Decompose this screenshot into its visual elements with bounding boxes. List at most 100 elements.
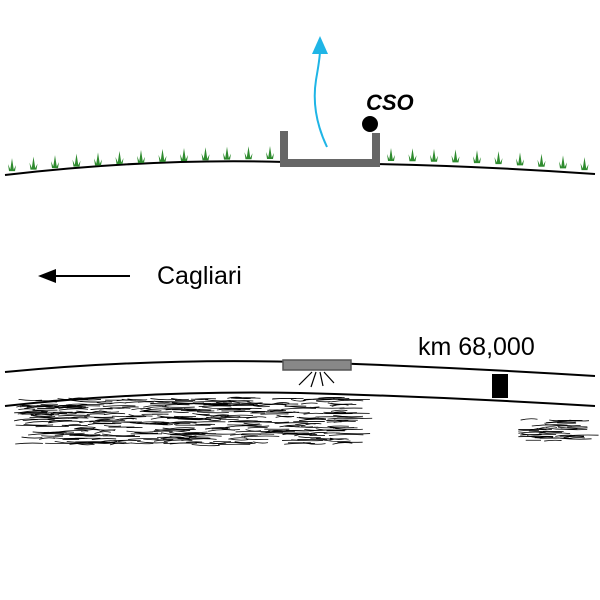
rock-hatch-stroke <box>232 401 262 404</box>
rock-hatch-stroke <box>143 408 171 412</box>
rock-hatch-stroke <box>78 434 98 437</box>
rock-hatch-stroke <box>333 414 364 418</box>
rock-hatch-stroke <box>132 422 163 425</box>
grass-tuft-icon <box>387 148 395 162</box>
rock-hatch-stroke <box>276 414 295 418</box>
rock-hatch-stroke <box>234 442 256 444</box>
rock-hatch-stroke <box>173 416 198 420</box>
rock-hatch-stroke <box>131 408 151 411</box>
rock-hatch-stroke <box>544 439 562 442</box>
rock-hatch-stroke <box>333 427 358 429</box>
rock-hatch-stroke <box>38 432 67 435</box>
rock-hatch-stroke <box>243 422 260 425</box>
rock-hatch-stroke <box>295 423 316 426</box>
rock-hatch-stroke <box>25 421 53 424</box>
rock-hatch-stroke <box>298 436 321 439</box>
rock-hatch-stroke <box>94 418 111 422</box>
rock-hatch-stroke <box>28 433 64 436</box>
km-marker-label: km 68,000 <box>418 333 535 361</box>
rock-hatch-stroke <box>253 441 269 444</box>
rock-hatch-stroke <box>335 428 363 430</box>
rock-hatch-stroke <box>537 436 554 439</box>
rock-hatch-stroke <box>96 402 113 405</box>
grass-tuft-icon <box>180 147 188 161</box>
rock-hatching-right <box>518 418 599 442</box>
rock-hatch-stroke <box>125 415 153 417</box>
rock-hatch-stroke <box>256 403 287 407</box>
rock-hatch-stroke <box>544 421 575 424</box>
rock-hatch-stroke <box>143 438 174 441</box>
rock-hatch-stroke <box>223 402 241 405</box>
rock-hatch-stroke <box>48 419 73 422</box>
grass-tuft-icon <box>516 152 524 166</box>
rock-hatch-stroke <box>301 402 318 405</box>
rock-hatch-stroke <box>57 406 89 409</box>
rock-hatch-stroke <box>79 420 101 424</box>
rock-hatch-stroke <box>167 421 197 424</box>
rock-hatch-stroke <box>204 399 231 402</box>
rock-hatch-stroke <box>104 425 122 427</box>
rock-hatch-stroke <box>99 429 116 432</box>
direction-label: Cagliari <box>157 262 242 290</box>
rock-hatch-stroke <box>86 413 106 415</box>
rock-hatch-stroke <box>569 419 590 422</box>
rock-hatch-stroke <box>555 434 576 437</box>
rock-hatch-stroke <box>131 442 154 445</box>
rock-hatch-stroke <box>316 399 344 401</box>
rock-hatch-stroke <box>91 438 117 440</box>
km-marker-post <box>492 374 508 398</box>
grass-tuft-icon <box>430 148 438 162</box>
rock-hatch-stroke <box>211 428 229 430</box>
rock-hatch-stroke <box>539 426 558 429</box>
rock-hatch-stroke <box>228 437 248 440</box>
rock-hatch-stroke <box>335 432 371 435</box>
rock-hatch-stroke <box>177 418 212 421</box>
rock-hatch-stroke <box>163 439 193 443</box>
rock-hatch-stroke <box>198 405 232 408</box>
rock-hatch-stroke <box>53 412 77 415</box>
rock-hatch-stroke <box>205 427 231 430</box>
rock-hatch-stroke <box>310 432 328 434</box>
rock-hatch-stroke <box>298 416 316 419</box>
grass-tuft-icon <box>72 153 81 167</box>
culvert-drain-icon <box>298 371 335 388</box>
rock-hatch-stroke <box>549 419 568 422</box>
rock-hatch-stroke <box>48 420 83 424</box>
grass-tuft-icon <box>580 157 589 171</box>
rock-hatch-stroke <box>290 399 306 402</box>
flow-arrow-icon <box>312 36 328 148</box>
rock-hatch-stroke <box>288 425 314 428</box>
rock-hatch-stroke <box>327 417 364 420</box>
grass-tuft-icon <box>451 149 460 163</box>
rock-hatch-stroke <box>94 417 115 419</box>
rock-hatch-stroke <box>139 410 172 413</box>
rock-hatch-stroke <box>171 398 189 401</box>
rock-hatch-stroke <box>294 433 311 437</box>
culvert-slab <box>282 359 352 371</box>
rock-hatch-stroke <box>41 435 64 437</box>
rock-hatch-stroke <box>323 411 357 414</box>
rock-hatch-stroke <box>58 414 90 417</box>
rock-hatch-stroke <box>169 427 195 430</box>
ditch-channel <box>280 131 380 167</box>
rock-hatch-stroke <box>235 430 270 433</box>
upper-ground-section: CSO <box>4 36 596 176</box>
rock-hatch-stroke <box>318 397 342 399</box>
rock-hatch-stroke <box>191 444 220 447</box>
rock-hatch-stroke <box>563 435 585 438</box>
rock-hatch-stroke <box>194 398 216 400</box>
rock-hatch-stroke <box>75 426 96 429</box>
rock-hatch-stroke <box>22 419 55 422</box>
rock-hatch-stroke <box>246 438 269 440</box>
rock-hatch-stroke <box>103 412 126 415</box>
rock-hatch-stroke <box>208 429 236 432</box>
rock-hatch-stroke <box>84 416 114 418</box>
rock-hatch-stroke <box>545 424 581 427</box>
cso-point-icon <box>362 116 378 132</box>
rock-hatch-stroke <box>230 420 258 423</box>
rock-hatch-stroke <box>243 435 280 438</box>
rock-hatch-stroke <box>327 425 349 428</box>
rock-hatch-stroke <box>134 432 159 434</box>
rock-hatch-stroke <box>169 401 205 404</box>
